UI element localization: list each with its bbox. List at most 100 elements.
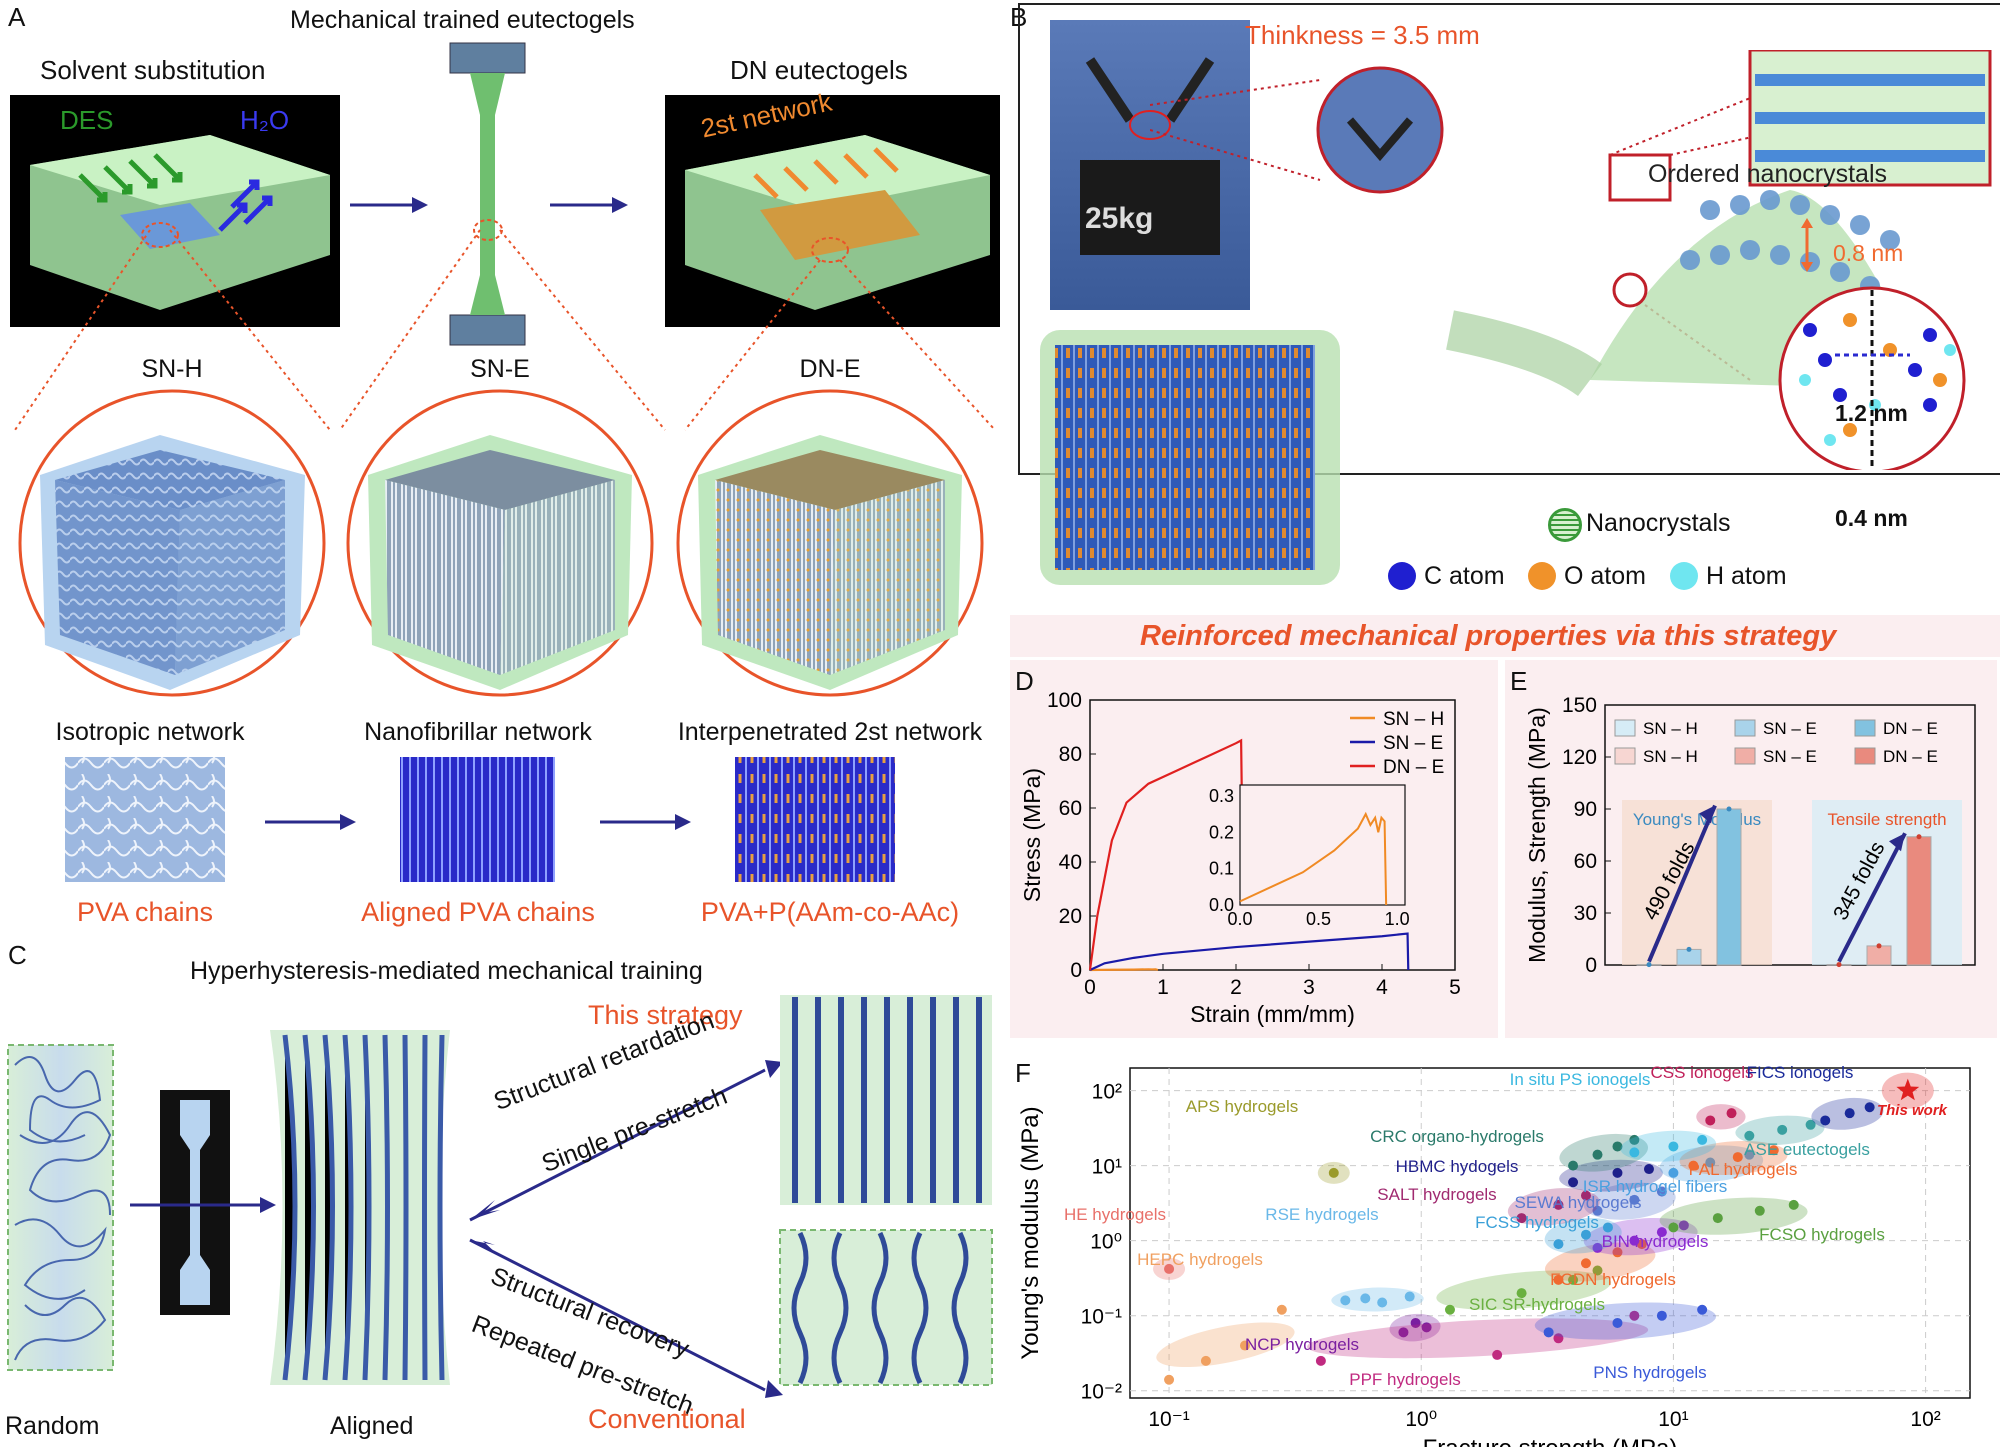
point-1-0 bbox=[1164, 1374, 1175, 1385]
series-label-17: PAL hydrogels bbox=[1689, 1160, 1798, 1179]
y-axis-label: Modulus, Strength (MPa) bbox=[1524, 707, 1550, 963]
aligned-label: Aligned bbox=[330, 1412, 414, 1440]
series-line-1 bbox=[1089, 932, 1410, 971]
top-arrows bbox=[350, 197, 628, 213]
o-atom-label: O atom bbox=[1564, 562, 1646, 590]
cube-label-3: DN-E bbox=[799, 355, 861, 383]
x-tick-label: 10¹ bbox=[1658, 1408, 1688, 1431]
series-line-0 bbox=[1089, 968, 1159, 972]
series-label-12: SALT hydrogels bbox=[1377, 1185, 1496, 1204]
point-6-3 bbox=[1592, 1265, 1603, 1276]
point-16-2 bbox=[1754, 1205, 1765, 1216]
fold-arrow-1 bbox=[1837, 832, 1907, 963]
des-label: DES bbox=[60, 105, 114, 135]
point-18-1 bbox=[1668, 1141, 1679, 1152]
y-axis-label: Young's modulus (MPa) bbox=[1017, 1106, 1044, 1359]
bar-1-1 bbox=[1866, 945, 1892, 966]
panel-d-letter: D bbox=[1015, 666, 1034, 696]
plot-frame bbox=[1089, 699, 1456, 971]
point-3-2 bbox=[1421, 1322, 1432, 1333]
random-label: Random bbox=[5, 1412, 100, 1440]
series-label-5: RSE hydrogels bbox=[1265, 1205, 1378, 1224]
solvent-substitution-illustration bbox=[30, 135, 330, 310]
y-tick-label: 100 bbox=[1047, 689, 1082, 712]
point-16-0 bbox=[1668, 1222, 1679, 1233]
o-atom-swatch bbox=[1528, 562, 1556, 590]
point-8-1 bbox=[1612, 1317, 1623, 1328]
bar-point-1-2 bbox=[1916, 834, 1922, 840]
legend-label-0: SN – H bbox=[1643, 719, 1698, 738]
point-7-3 bbox=[1636, 1239, 1647, 1250]
inset-y-tick-label: 0.2 bbox=[1209, 822, 1234, 842]
panel-c-letter: C bbox=[8, 940, 27, 970]
point-15-2 bbox=[1744, 1149, 1755, 1160]
series-label-7: FCDN hydrogels bbox=[1550, 1270, 1676, 1289]
nanocrystals-legend-label: Nanocrystals bbox=[1586, 509, 1731, 537]
inset-frame bbox=[1239, 784, 1406, 906]
panel-a-letter: A bbox=[8, 2, 26, 32]
series-label-18: In situ PS ionogels bbox=[1510, 1070, 1651, 1089]
point-16-3 bbox=[1788, 1199, 1799, 1210]
point-9-3 bbox=[1678, 1220, 1689, 1231]
point-4-0 bbox=[1315, 1355, 1326, 1366]
point-13-0 bbox=[1568, 1177, 1579, 1188]
point-13-1 bbox=[1612, 1167, 1623, 1178]
y-tick-label: 10⁰ bbox=[1090, 1231, 1122, 1254]
point-6-1 bbox=[1516, 1288, 1527, 1299]
x-tick-label: 10⁻¹ bbox=[1148, 1408, 1189, 1431]
legend-label-5: DN – E bbox=[1883, 747, 1938, 766]
region-5 bbox=[1331, 1287, 1424, 1312]
point-7-1 bbox=[1580, 1258, 1591, 1269]
point-20-0 bbox=[1744, 1130, 1755, 1141]
panel-a-right-title: DN eutectogels bbox=[730, 55, 908, 85]
headline: Reinforced mechanical properties via thi… bbox=[1140, 620, 1837, 652]
point-18-2 bbox=[1697, 1134, 1708, 1145]
group-background-0 bbox=[1622, 800, 1772, 965]
point-6-0 bbox=[1444, 1304, 1455, 1315]
y-tick-label: 20 bbox=[1059, 905, 1082, 928]
dn-eutectogel-illustration bbox=[685, 135, 990, 310]
legend-swatch-1 bbox=[1734, 719, 1756, 737]
weight-label: 25kg bbox=[1085, 202, 1154, 235]
point-20-2 bbox=[1805, 1119, 1816, 1130]
cube-label-2: SN-E bbox=[470, 355, 530, 383]
point-17-0 bbox=[1688, 1160, 1699, 1171]
point-19-0 bbox=[1705, 1115, 1716, 1126]
y-tick-label: 10⁻¹ bbox=[1081, 1306, 1122, 1329]
x-tick-label: 5 bbox=[1449, 976, 1461, 999]
point-22-0 bbox=[1896, 1078, 1920, 1101]
point-4-2 bbox=[1553, 1333, 1564, 1344]
point-20-1 bbox=[1777, 1124, 1788, 1135]
y-tick-label: 60 bbox=[1574, 850, 1597, 873]
point-15-0 bbox=[1668, 1167, 1679, 1178]
legend-label-1: SN – E bbox=[1383, 733, 1443, 754]
series-label-10: FCSS hydrogels bbox=[1475, 1213, 1599, 1232]
panel-a-left-title: Solvent substitution bbox=[40, 55, 266, 85]
chain-label-3: PVA+P(AAm-co-AAc) bbox=[700, 897, 960, 927]
point-4-3 bbox=[1629, 1310, 1640, 1321]
series-label-2: APS hydrogels bbox=[1186, 1097, 1298, 1116]
inset-y-tick-label: 0.1 bbox=[1209, 859, 1234, 879]
y-tick-label: 30 bbox=[1574, 902, 1597, 925]
thickness-label: Thinkness = 3.5 mm bbox=[1245, 20, 1480, 50]
this-strategy-label: This strategy bbox=[588, 1000, 743, 1030]
inset-x-tick-label: 0.0 bbox=[1227, 909, 1252, 929]
y-tick-label: 40 bbox=[1059, 851, 1082, 874]
inset-x-tick-label: 0.5 bbox=[1306, 909, 1331, 929]
c-atom-swatch bbox=[1388, 562, 1416, 590]
point-8-0 bbox=[1543, 1327, 1554, 1338]
cube-circles bbox=[18, 389, 984, 697]
point-7-2 bbox=[1612, 1247, 1623, 1258]
legend-label-1: SN – E bbox=[1763, 719, 1817, 738]
fold-arrowhead-0 bbox=[1699, 805, 1715, 824]
x-tick-label: 10⁰ bbox=[1405, 1408, 1437, 1431]
point-18-0 bbox=[1629, 1147, 1640, 1158]
network-title-3: Interpenetrated 2st network bbox=[677, 718, 983, 746]
point-8-3 bbox=[1697, 1304, 1708, 1315]
point-9-2 bbox=[1656, 1227, 1667, 1238]
chain-label-1: PVA chains bbox=[76, 897, 214, 927]
point-13-2 bbox=[1643, 1164, 1654, 1175]
legend-swatch-2 bbox=[1854, 719, 1876, 737]
point-19-1 bbox=[1726, 1108, 1737, 1119]
